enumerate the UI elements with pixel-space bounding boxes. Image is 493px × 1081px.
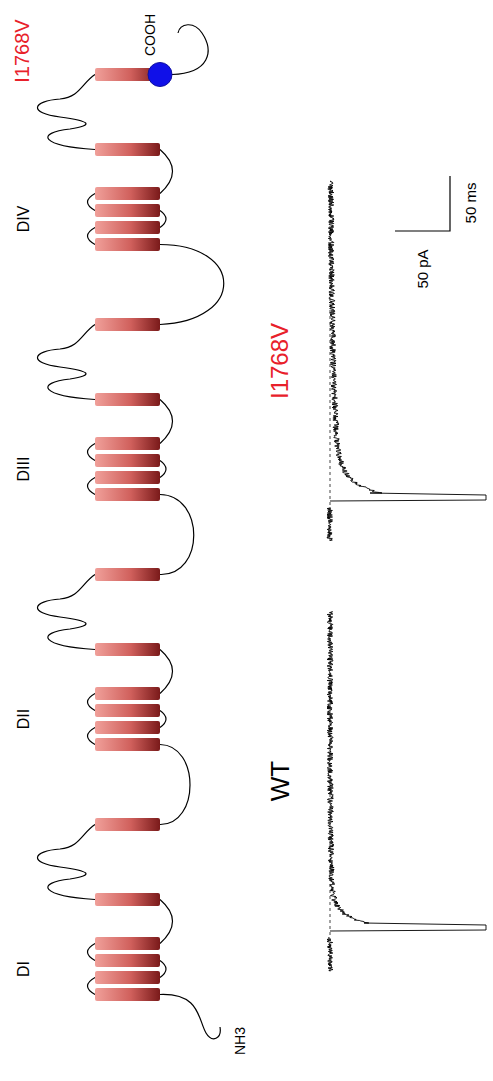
wt-trace [327,611,486,971]
domain-label: DIII [16,457,32,482]
domain-label: DIV [16,206,32,233]
mutation-label: I1768V [12,19,32,82]
domain-label: DI [16,961,32,977]
scale-bar [395,176,450,231]
domain-two [37,568,172,751]
spike-interior [350,926,484,929]
linker-loops [160,25,224,1039]
spike-interior [350,496,484,499]
scale-label: 50 pA [415,249,430,288]
scale-label: 50 ms [463,183,478,224]
terminus-label: COOH [143,14,157,56]
trace-label: WT [267,761,293,801]
trace-label: I1768V [268,323,292,399]
domain-one [37,818,172,1001]
mutant-trace [327,181,486,541]
terminus-label: NH3 [233,1027,247,1055]
domain-four [37,68,172,251]
current-traces [327,181,486,971]
mutation-site [148,63,172,87]
domain-label: DII [16,709,32,729]
domain-three [37,318,172,501]
